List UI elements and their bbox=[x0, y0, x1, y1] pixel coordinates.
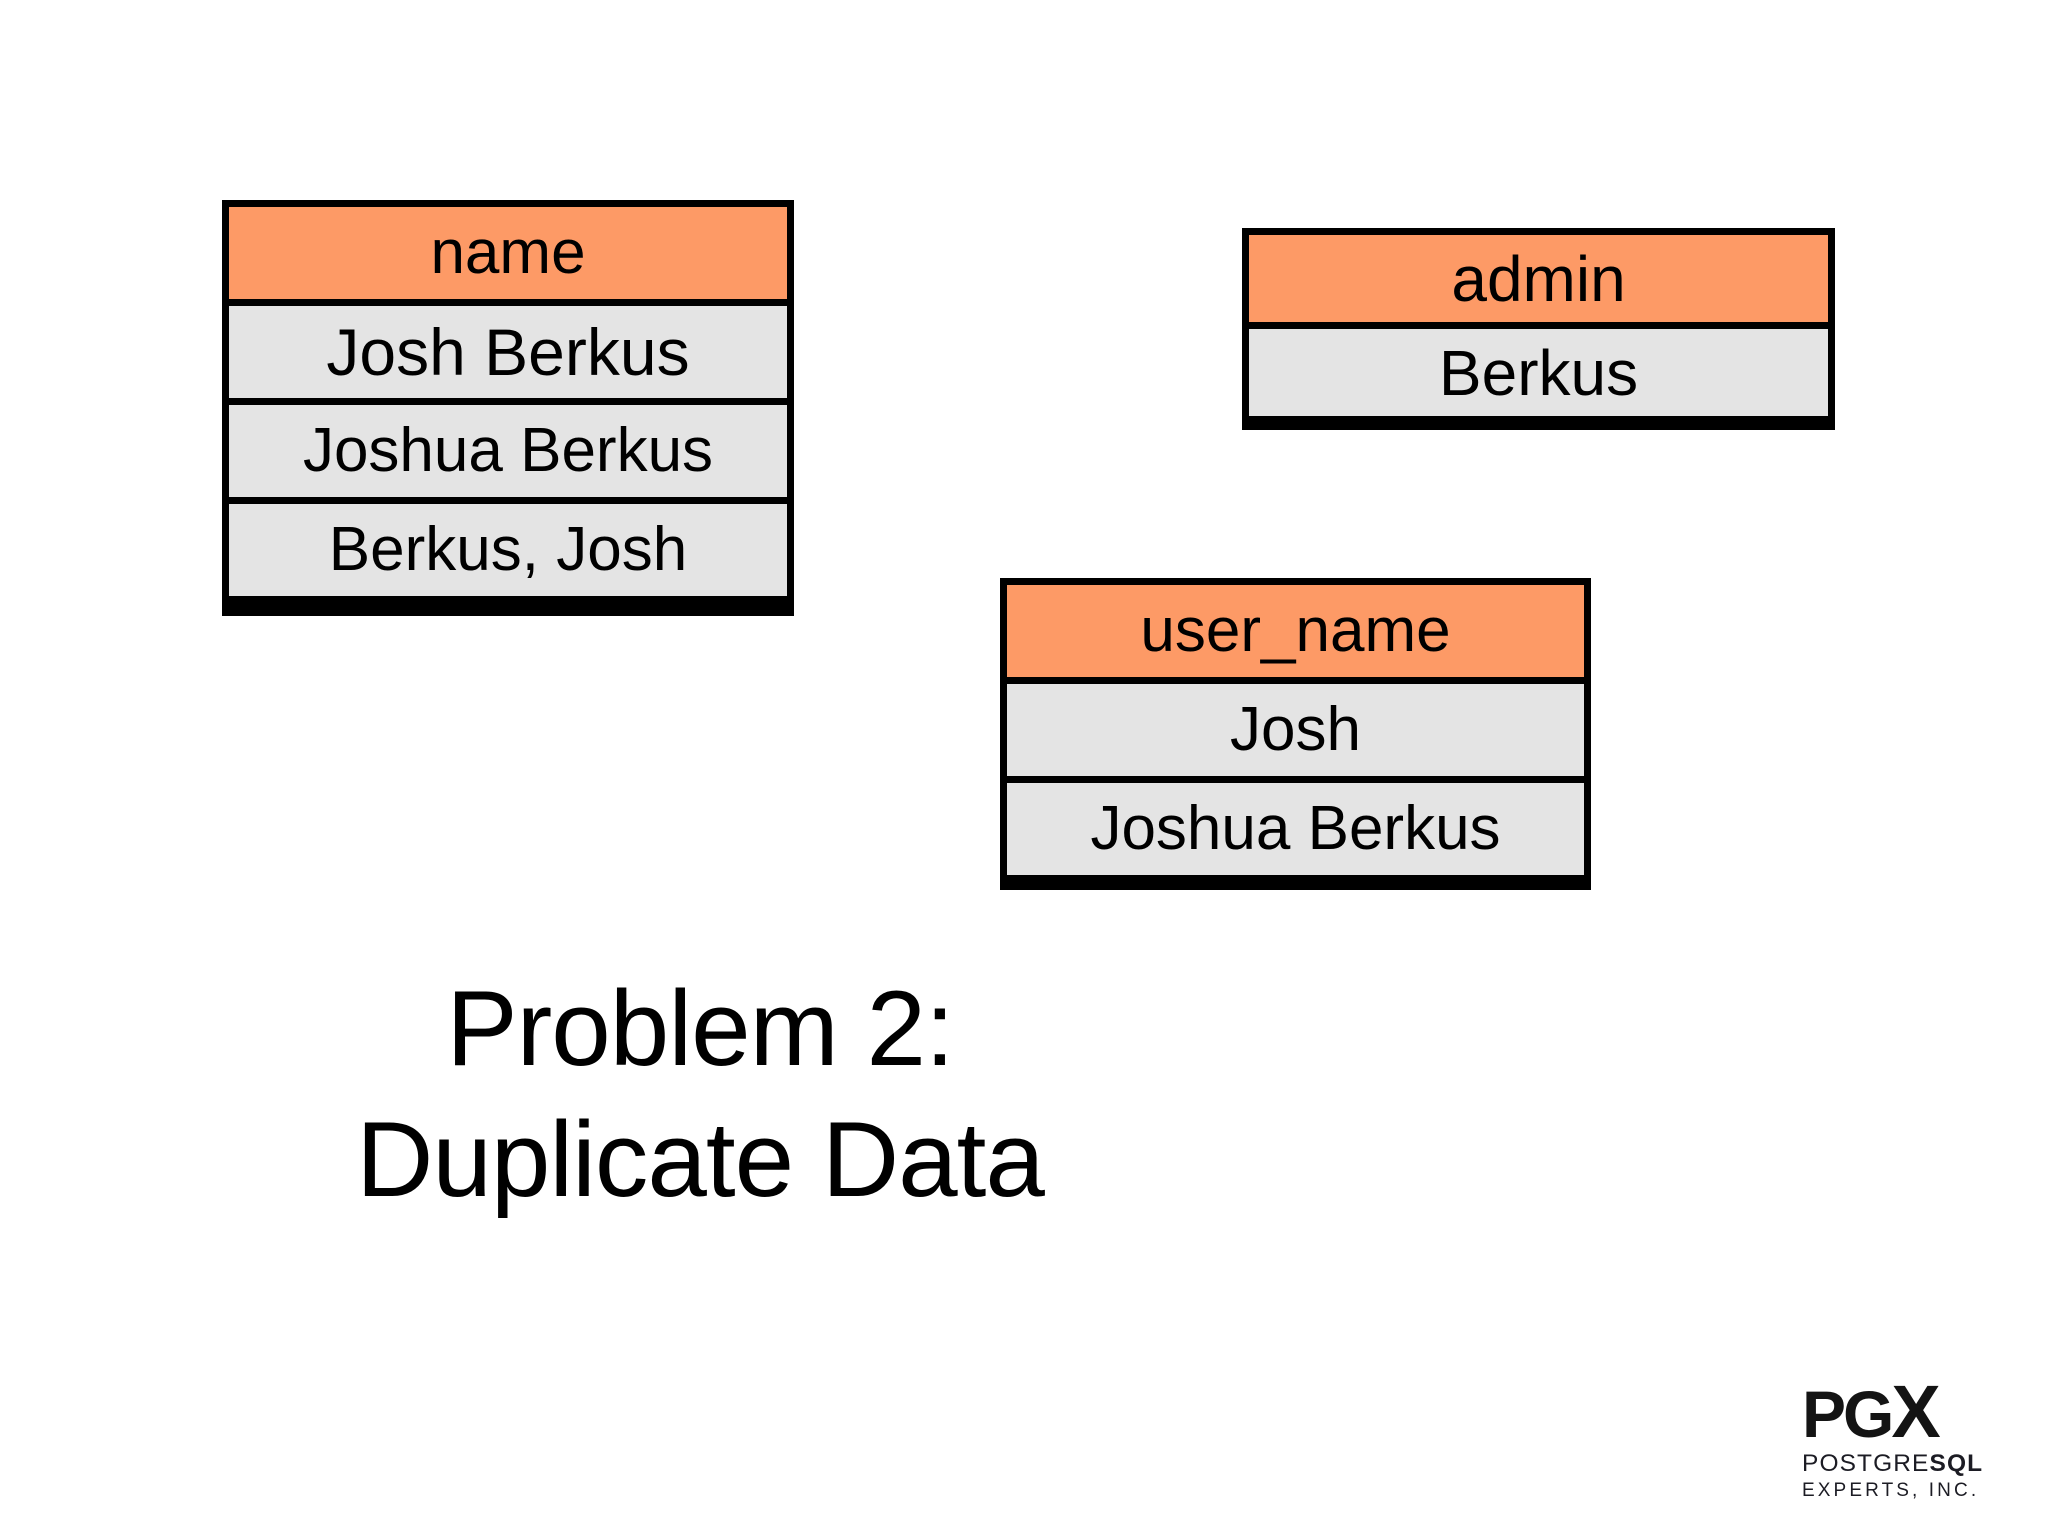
pgx-tagline-sql: SQL bbox=[1929, 1450, 1984, 1478]
pgx-tagline-postgresql: POSTGRESQL bbox=[1802, 1449, 2014, 1478]
table-row: Josh Berkus bbox=[229, 306, 787, 398]
page-title: Problem 2: Duplicate Data bbox=[0, 963, 1400, 1224]
table-admin-header: admin bbox=[1249, 235, 1828, 322]
table-row: Joshua Berkus bbox=[229, 405, 787, 497]
table-user-name-header: user_name bbox=[1007, 585, 1584, 677]
pgx-wordmark: PGX bbox=[1802, 1375, 2014, 1449]
page-title-line-1: Problem 2: bbox=[446, 968, 954, 1088]
table-row: Joshua Berkus bbox=[1007, 783, 1584, 875]
table-name-header: name bbox=[229, 207, 787, 299]
pgx-wordmark-x: X bbox=[1891, 1370, 1940, 1453]
table-name: name Josh Berkus Joshua Berkus Berkus, J… bbox=[222, 200, 794, 616]
pgx-tagline-postgre: POSTGRE bbox=[1802, 1450, 1930, 1478]
table-row: Berkus bbox=[1249, 329, 1828, 416]
table-row: Josh bbox=[1007, 684, 1584, 776]
table-user-name: user_name Josh Joshua Berkus bbox=[1000, 578, 1591, 890]
pgx-tagline-experts: EXPERTS, INC. bbox=[1802, 1480, 1980, 1502]
page-title-line-2: Duplicate Data bbox=[356, 1098, 1045, 1219]
pgx-wordmark-pg: PG bbox=[1802, 1377, 1894, 1451]
table-row: Berkus, Josh bbox=[229, 504, 787, 596]
table-admin: admin Berkus bbox=[1242, 228, 1835, 430]
pgx-logo: PGX POSTGRESQL EXPERTS, INC. bbox=[1802, 1375, 2014, 1503]
